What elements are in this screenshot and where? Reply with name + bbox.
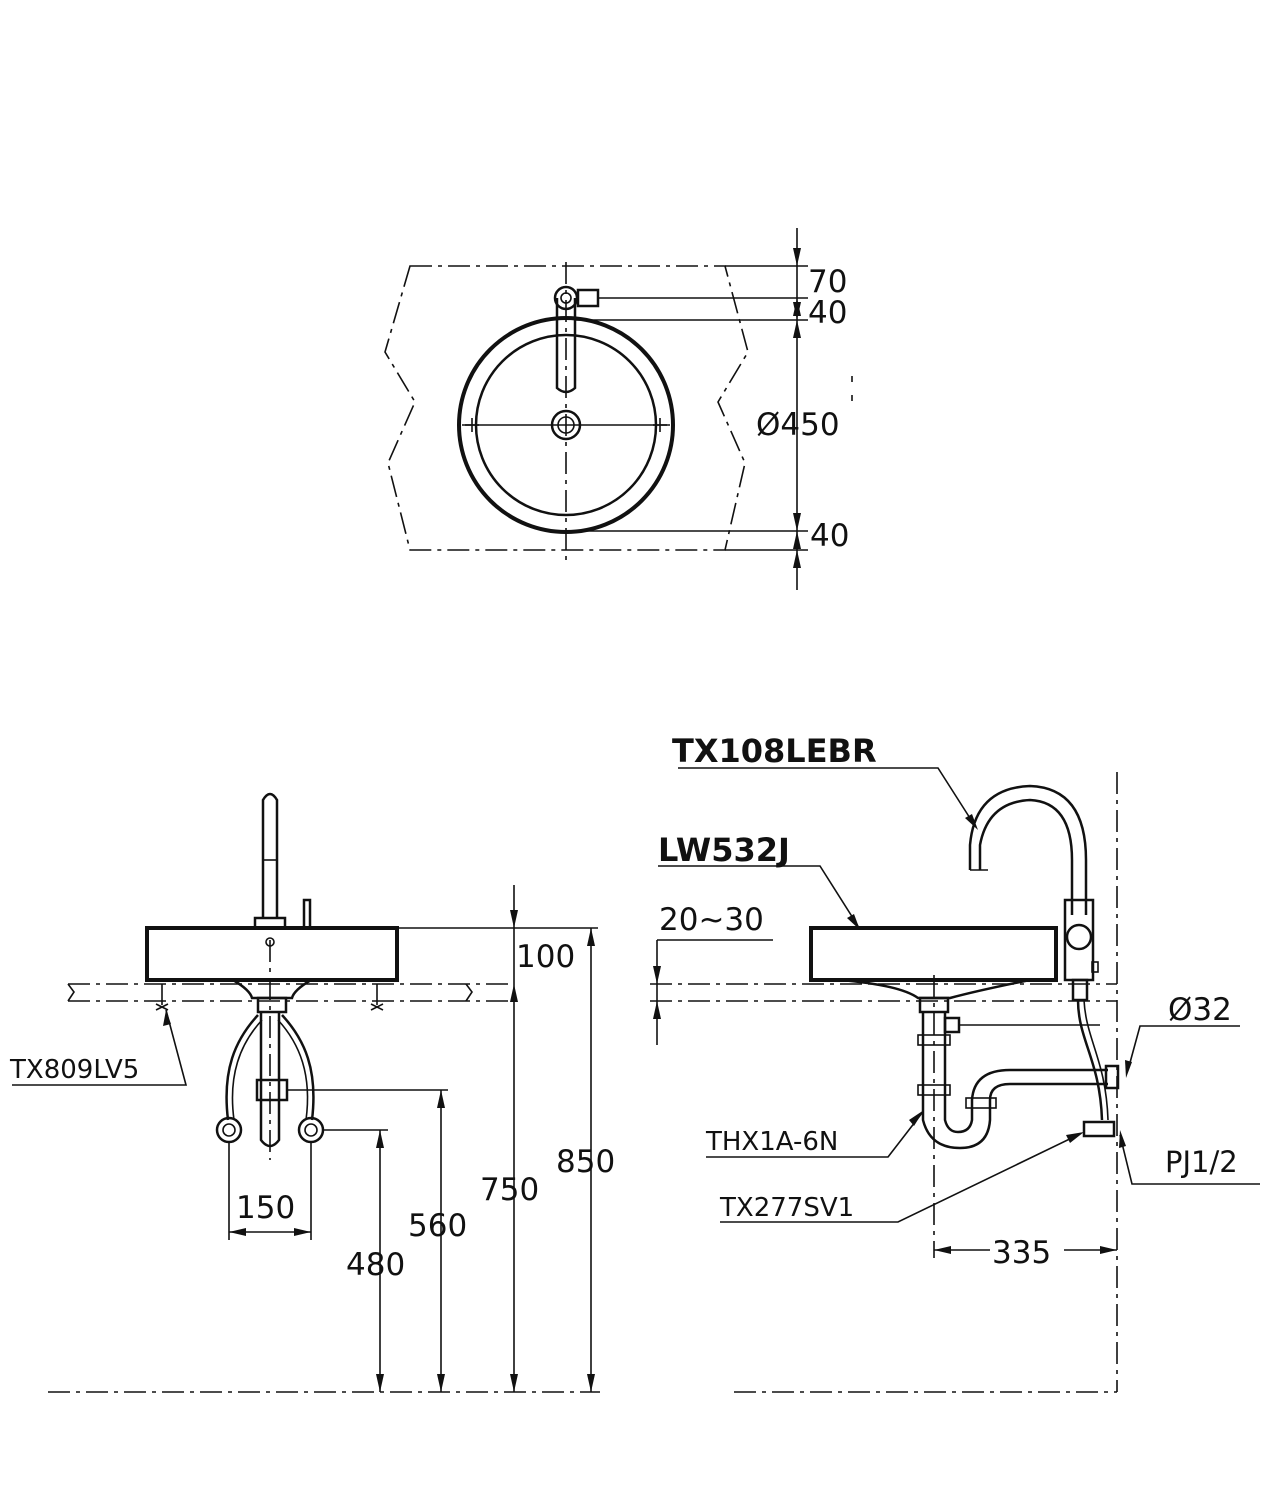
faucet-top-view <box>553 285 600 394</box>
supply-hose-right <box>281 1014 315 1121</box>
supply-hose-right-inner <box>277 1019 309 1121</box>
faucet-side <box>968 784 1099 1002</box>
dim-40-top: 40 <box>808 295 847 331</box>
dim-850: 850 <box>556 1144 615 1180</box>
label-thx1a-6n: THX1A-6N <box>705 1127 838 1157</box>
mounting-point-right <box>653 418 667 432</box>
arrow <box>793 248 801 266</box>
supply-hose-left-inner <box>231 1019 263 1121</box>
front-view: TX809LV5 150 480 560 100 750 850 <box>9 792 615 1393</box>
dim-40-bottom: 40 <box>810 518 849 554</box>
label-pj12: PJ1/2 <box>1165 1145 1238 1179</box>
mounting-bolt-left <box>155 984 169 1011</box>
basin-body <box>145 926 399 982</box>
dim-counter-thickness: 20~30 <box>659 902 764 938</box>
label-lw532j: LW532J <box>658 831 790 869</box>
basin-bowl <box>232 978 312 1000</box>
dim-480: 480 <box>346 1247 405 1283</box>
dim-70: 70 <box>808 264 847 300</box>
arrow <box>793 320 801 338</box>
p-trap <box>917 996 1120 1150</box>
leader-tx809lv5 <box>12 1009 188 1086</box>
basin-side-bowl <box>839 978 1031 1000</box>
dim-560: 560 <box>408 1208 467 1244</box>
dim-150: 150 <box>236 1190 295 1226</box>
supply-hose-side <box>1076 999 1104 1121</box>
dim-100: 100 <box>516 939 575 975</box>
stop-valve-left <box>215 1116 243 1144</box>
dim-pipe-diameter: Ø32 <box>1168 992 1232 1028</box>
stop-valve-right <box>297 1116 325 1144</box>
arrow <box>793 531 801 549</box>
faucet-front <box>253 792 312 947</box>
arrow <box>793 550 801 568</box>
top-view: 70 40 Ø450 40 <box>384 228 853 590</box>
dim-750: 750 <box>480 1172 539 1208</box>
mounting-point-left <box>465 418 479 432</box>
arrow <box>793 302 801 320</box>
dim-335: 335 <box>992 1235 1051 1271</box>
dim-diameter: Ø450 <box>756 407 840 443</box>
side-view: 20~30 335 Ø32 PJ1/2 TX108LEBR LW532J THX… <box>650 732 1260 1393</box>
mounting-bolt-right <box>370 984 384 1011</box>
basin-side <box>809 926 1058 982</box>
label-tx277sv1: TX277SV1 <box>719 1193 854 1223</box>
supply-hose-left <box>225 1014 259 1121</box>
stop-valve-side <box>1082 1120 1116 1138</box>
label-tx809lv5: TX809LV5 <box>9 1055 139 1085</box>
label-tx108lebr: TX108LEBR <box>672 732 877 770</box>
arrow <box>793 513 801 531</box>
